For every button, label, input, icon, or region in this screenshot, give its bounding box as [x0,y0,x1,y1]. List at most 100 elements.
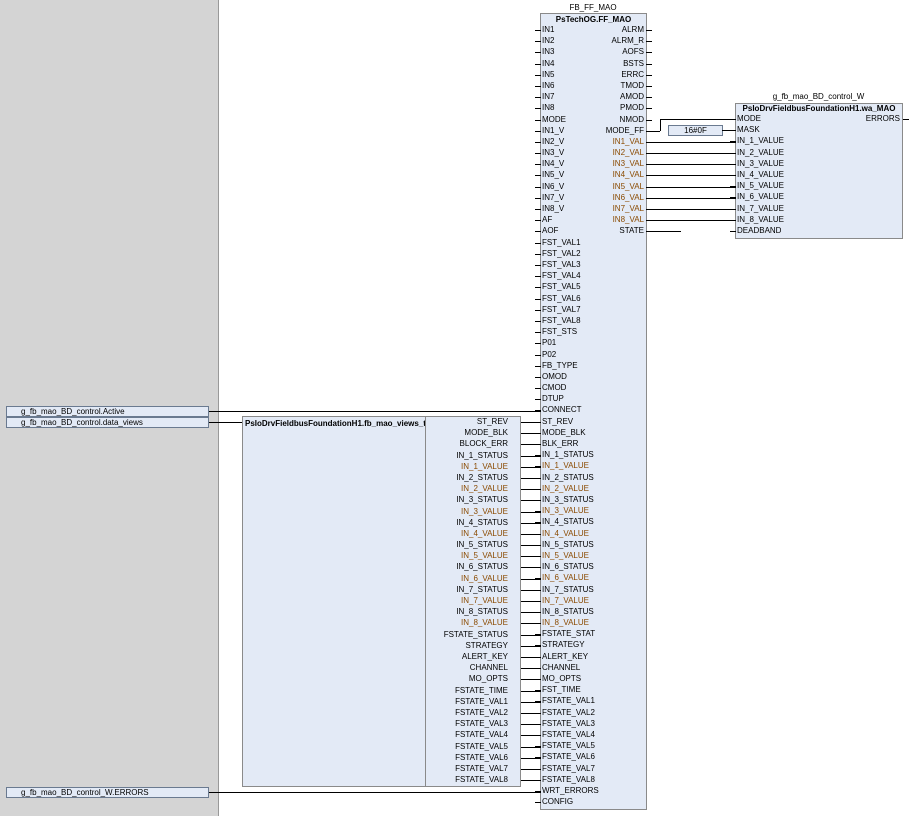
main-input-pin[interactable]: FSTATE_STAT [542,629,596,639]
main-input-pin[interactable]: IN1 [542,25,555,34]
main-input-pin[interactable]: IN3_V [542,148,565,158]
main-input-pin[interactable]: IN2_V [542,136,565,146]
write-input-pin[interactable]: MASK [737,125,760,135]
variable-data-views[interactable]: g_fb_mao_BD_control.data_views [6,417,209,428]
main-input-pin[interactable]: IN_5_VALUE [542,550,589,560]
views-output-pin[interactable]: IN_1_STATUS [456,450,508,460]
main-input-pin[interactable]: WRT_ERRORS [542,785,599,795]
main-input-pin[interactable]: IN8_V [542,204,565,214]
views-output-pin[interactable]: FSTATE_VAL1 [455,696,508,706]
main-input-pin[interactable]: IN_2_STATUS [542,472,594,482]
main-input-pin[interactable]: FST_VAL5 [542,282,581,292]
mao-views-block[interactable]: PsIoDrvFieldbusFoundationH1.fb_mao_views… [242,416,521,787]
main-input-pin[interactable]: IN4_V [542,159,565,169]
main-input-pin[interactable]: AOF [542,226,559,236]
main-input-pin[interactable]: FST_VAL4 [542,271,581,281]
main-input-pin[interactable]: FST_VAL2 [542,248,581,258]
main-input-pin[interactable]: MODE_BLK [542,427,586,437]
main-input-pin[interactable]: IN7_V [542,192,565,202]
write-output-pin[interactable]: ERRORS [865,114,900,123]
main-input-pin[interactable]: FSTATE_VAL8 [542,774,595,784]
write-input-pin[interactable]: IN_5_VALUE [737,181,784,191]
main-input-pin[interactable]: IN_4_VALUE [542,528,589,538]
main-input-pin[interactable]: OMOD [542,371,567,381]
main-input-pin[interactable]: FSTATE_VAL7 [542,763,595,773]
main-input-pin[interactable]: IN_3_VALUE [542,506,589,516]
main-output-pin[interactable]: ERRC [621,69,644,79]
views-output-pin[interactable]: IN_8_STATUS [456,607,508,617]
main-input-pin[interactable]: IN_6_VALUE [542,573,589,583]
main-input-pin[interactable]: IN_3_STATUS [542,494,594,504]
main-output-pin[interactable]: IN6_VAL [612,192,644,202]
main-input-pin[interactable]: FSTATE_VAL2 [542,707,595,717]
main-input-pin[interactable]: IN_4_STATUS [542,517,594,527]
views-output-pin[interactable]: FSTATE_VAL6 [455,752,508,762]
main-input-pin[interactable]: CONNECT [542,405,582,415]
views-output-pin[interactable]: IN_2_VALUE [461,484,508,494]
main-output-pin[interactable]: NMOD [619,114,644,124]
main-input-pin[interactable]: IN5 [542,69,555,79]
main-input-pin[interactable]: FSTATE_VAL3 [542,718,595,728]
main-input-pin[interactable]: IN_7_STATUS [542,584,594,594]
main-input-pin[interactable]: IN_6_STATUS [542,562,594,572]
main-output-pin[interactable]: IN4_VAL [612,170,644,180]
main-input-pin[interactable]: IN6_V [542,181,565,191]
main-output-pin[interactable]: IN2_VAL [612,148,644,158]
views-output-pin[interactable]: FSTATE_TIME [454,685,508,695]
main-input-pin[interactable]: DTUP [542,394,564,404]
main-output-pin[interactable]: STATE [619,226,644,236]
main-output-pin[interactable]: IN3_VAL [612,159,644,169]
main-output-pin[interactable]: AOFS [622,47,644,57]
views-output-pin[interactable]: CHANNEL [469,663,508,673]
write-input-pin[interactable]: IN_8_VALUE [737,214,784,224]
views-output-pin[interactable]: ALERT_KEY [461,651,508,661]
main-output-pin[interactable]: IN1_VAL [612,136,644,146]
views-output-pin[interactable]: FSTATE_VAL4 [455,730,508,740]
views-output-pin[interactable]: IN_3_VALUE [461,506,508,516]
main-input-pin[interactable]: IN_1_STATUS [542,450,594,460]
main-input-pin[interactable]: MODE [542,114,566,124]
main-input-pin[interactable]: AF [542,215,553,225]
main-input-pin[interactable]: FSTATE_VAL4 [542,729,595,739]
main-input-pin[interactable]: FSTATE_VAL6 [542,752,595,762]
main-input-pin[interactable]: IN3 [542,47,555,57]
views-output-pin[interactable]: STRATEGY [465,640,508,650]
main-input-pin[interactable]: CHANNEL [542,662,581,672]
main-input-pin[interactable]: IN_2_VALUE [542,483,589,493]
main-input-pin[interactable]: MO_OPTS [542,674,582,684]
write-input-pin[interactable]: MODE [737,114,761,123]
main-input-pin[interactable]: BLK_ERR [542,439,579,449]
main-input-pin[interactable]: P01 [542,338,557,348]
main-output-pin[interactable]: PMOD [620,103,644,113]
main-input-pin[interactable]: IN1_V [542,125,565,135]
views-output-pin[interactable]: IN_8_VALUE [461,618,508,628]
main-input-pin[interactable]: STRATEGY [542,640,585,650]
views-output-pin[interactable]: FSTATE_VAL8 [455,775,508,785]
views-output-pin[interactable]: FSTATE_VAL2 [455,707,508,717]
write-input-pin[interactable]: IN_2_VALUE [737,147,784,157]
views-output-pin[interactable]: FSTATE_VAL7 [455,763,508,773]
main-output-pin[interactable]: BSTS [623,58,644,68]
main-input-pin[interactable]: FSTATE_VAL1 [542,696,595,706]
main-input-pin[interactable]: FST_VAL6 [542,293,581,303]
main-input-pin[interactable]: IN_7_VALUE [542,595,589,605]
main-input-pin[interactable]: IN_8_STATUS [542,606,594,616]
main-input-pin[interactable]: FST_VAL8 [542,315,581,325]
write-input-pin[interactable]: IN_3_VALUE [737,158,784,168]
main-input-pin[interactable]: IN7 [542,92,555,102]
main-output-pin[interactable]: ALRM [621,25,644,34]
main-input-pin[interactable]: IN6 [542,80,555,90]
views-output-pin[interactable]: IN_2_STATUS [456,472,508,482]
write-input-pin[interactable]: DEADBAND [737,225,782,235]
write-input-pin[interactable]: IN_7_VALUE [737,203,784,213]
wa-mao-block[interactable]: PsIoDrvFieldbusFoundationH1.wa_MAO [735,103,903,239]
mask-constant[interactable]: 16#0F [668,125,723,136]
main-input-pin[interactable]: FST_STS [542,327,578,337]
main-output-pin[interactable]: ALRM_R [611,36,644,46]
views-output-pin[interactable]: IN_3_STATUS [456,495,508,505]
main-output-pin[interactable]: IN8_VAL [612,215,644,225]
main-input-pin[interactable]: P02 [542,349,557,359]
variable-active[interactable]: g_fb_mao_BD_control.Active [6,406,209,417]
views-output-pin[interactable]: IN_6_VALUE [461,573,508,583]
views-output-pin[interactable]: IN_6_STATUS [456,562,508,572]
